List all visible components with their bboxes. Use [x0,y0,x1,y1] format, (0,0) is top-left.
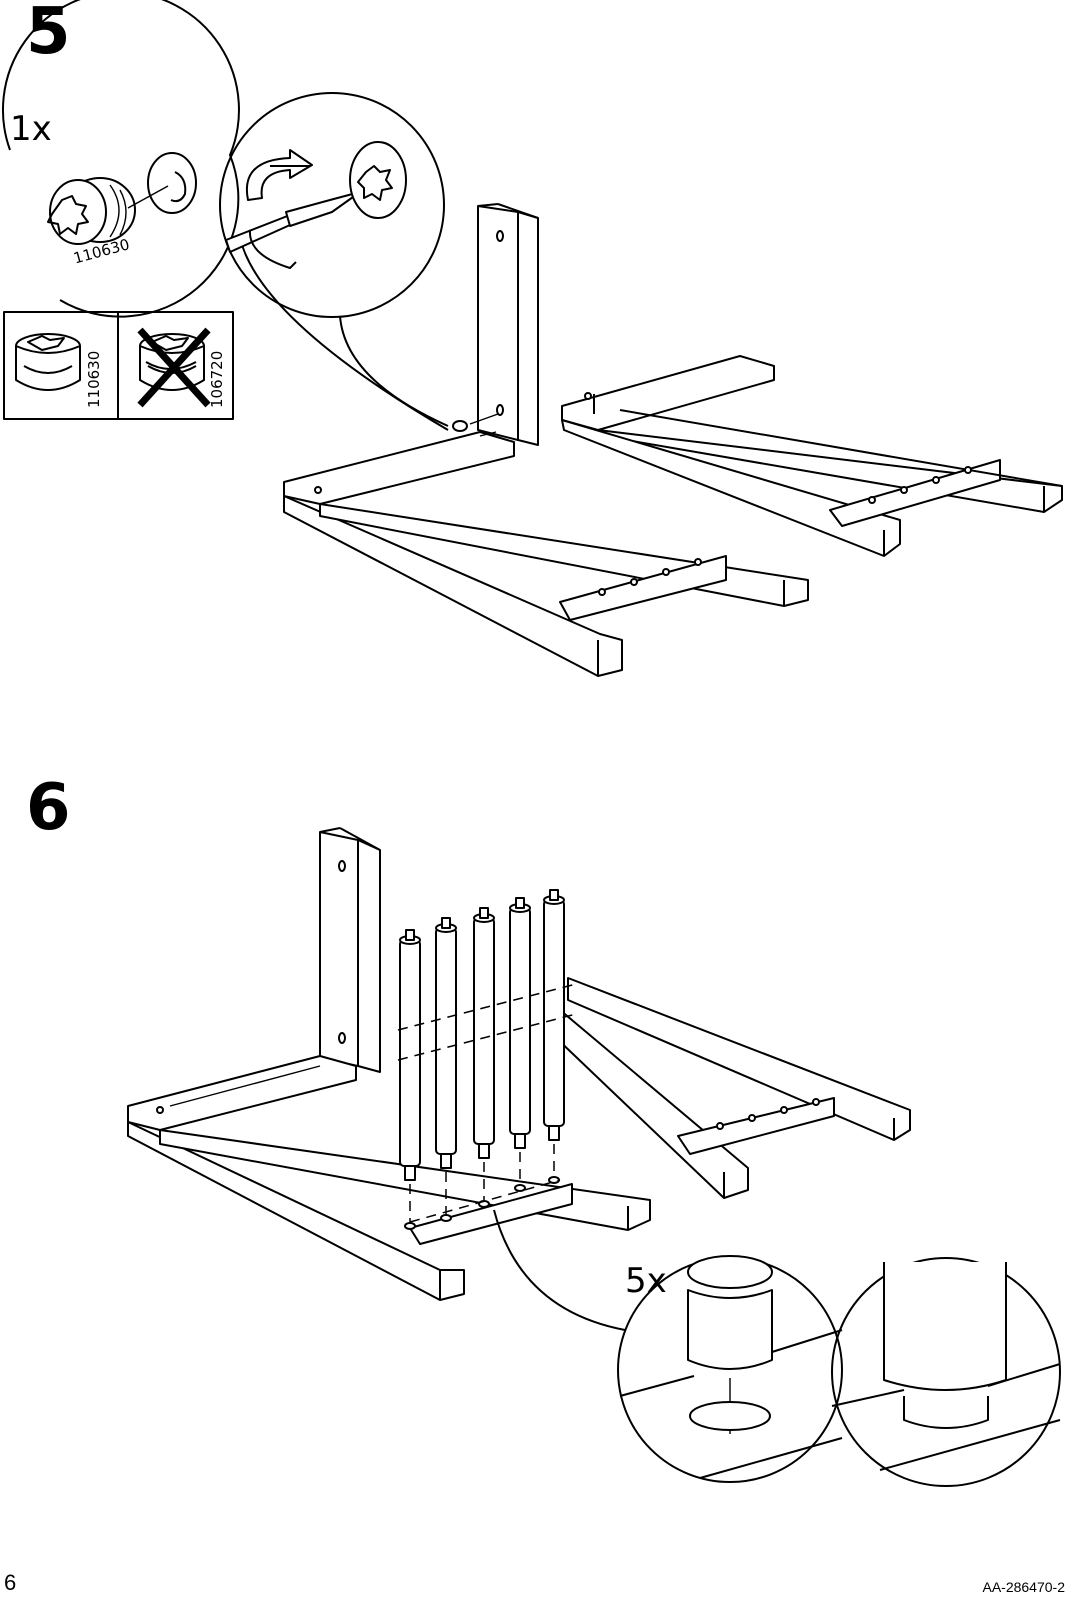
upright-panel [478,204,538,445]
cam-lock-comparison-box [4,312,233,419]
frame-front-6 [128,1056,650,1300]
step-6-assembly [128,828,910,1300]
correct-part-number: 110630 [87,351,102,408]
step-6-quantity: 5x [625,1264,667,1298]
step-6-number: 6 [26,776,71,840]
screwdriver-icon [226,192,360,252]
dowel-insert-detail-icon [494,1210,1060,1486]
frame-right [562,356,1062,556]
cam-lock-detail-circle [3,0,239,317]
wrong-part-number: 106720 [210,351,225,408]
frame-back [552,978,910,1198]
upright-panel-6 [320,828,380,1072]
step-5-assembly [284,204,1062,676]
cam-lock-icon [48,178,135,244]
page-number: 6 [4,1572,16,1594]
screwdriver-detail-circle [220,93,448,430]
document-code: AA-286470-2 [982,1580,1065,1594]
correct-cam-lock-icon [16,334,80,390]
